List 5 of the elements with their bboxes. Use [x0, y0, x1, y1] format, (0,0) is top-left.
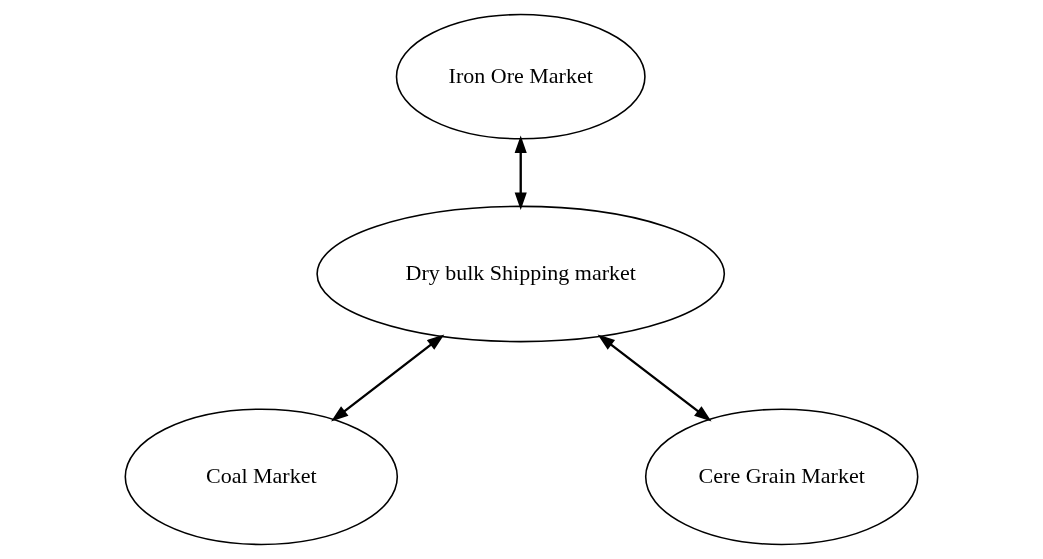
node-ellipse: Dry bulk Shipping market — [316, 205, 726, 343]
node-ellipse: Iron Ore Market — [395, 13, 646, 140]
arrow — [597, 334, 712, 422]
arrow — [331, 334, 445, 422]
arrow — [514, 135, 527, 210]
